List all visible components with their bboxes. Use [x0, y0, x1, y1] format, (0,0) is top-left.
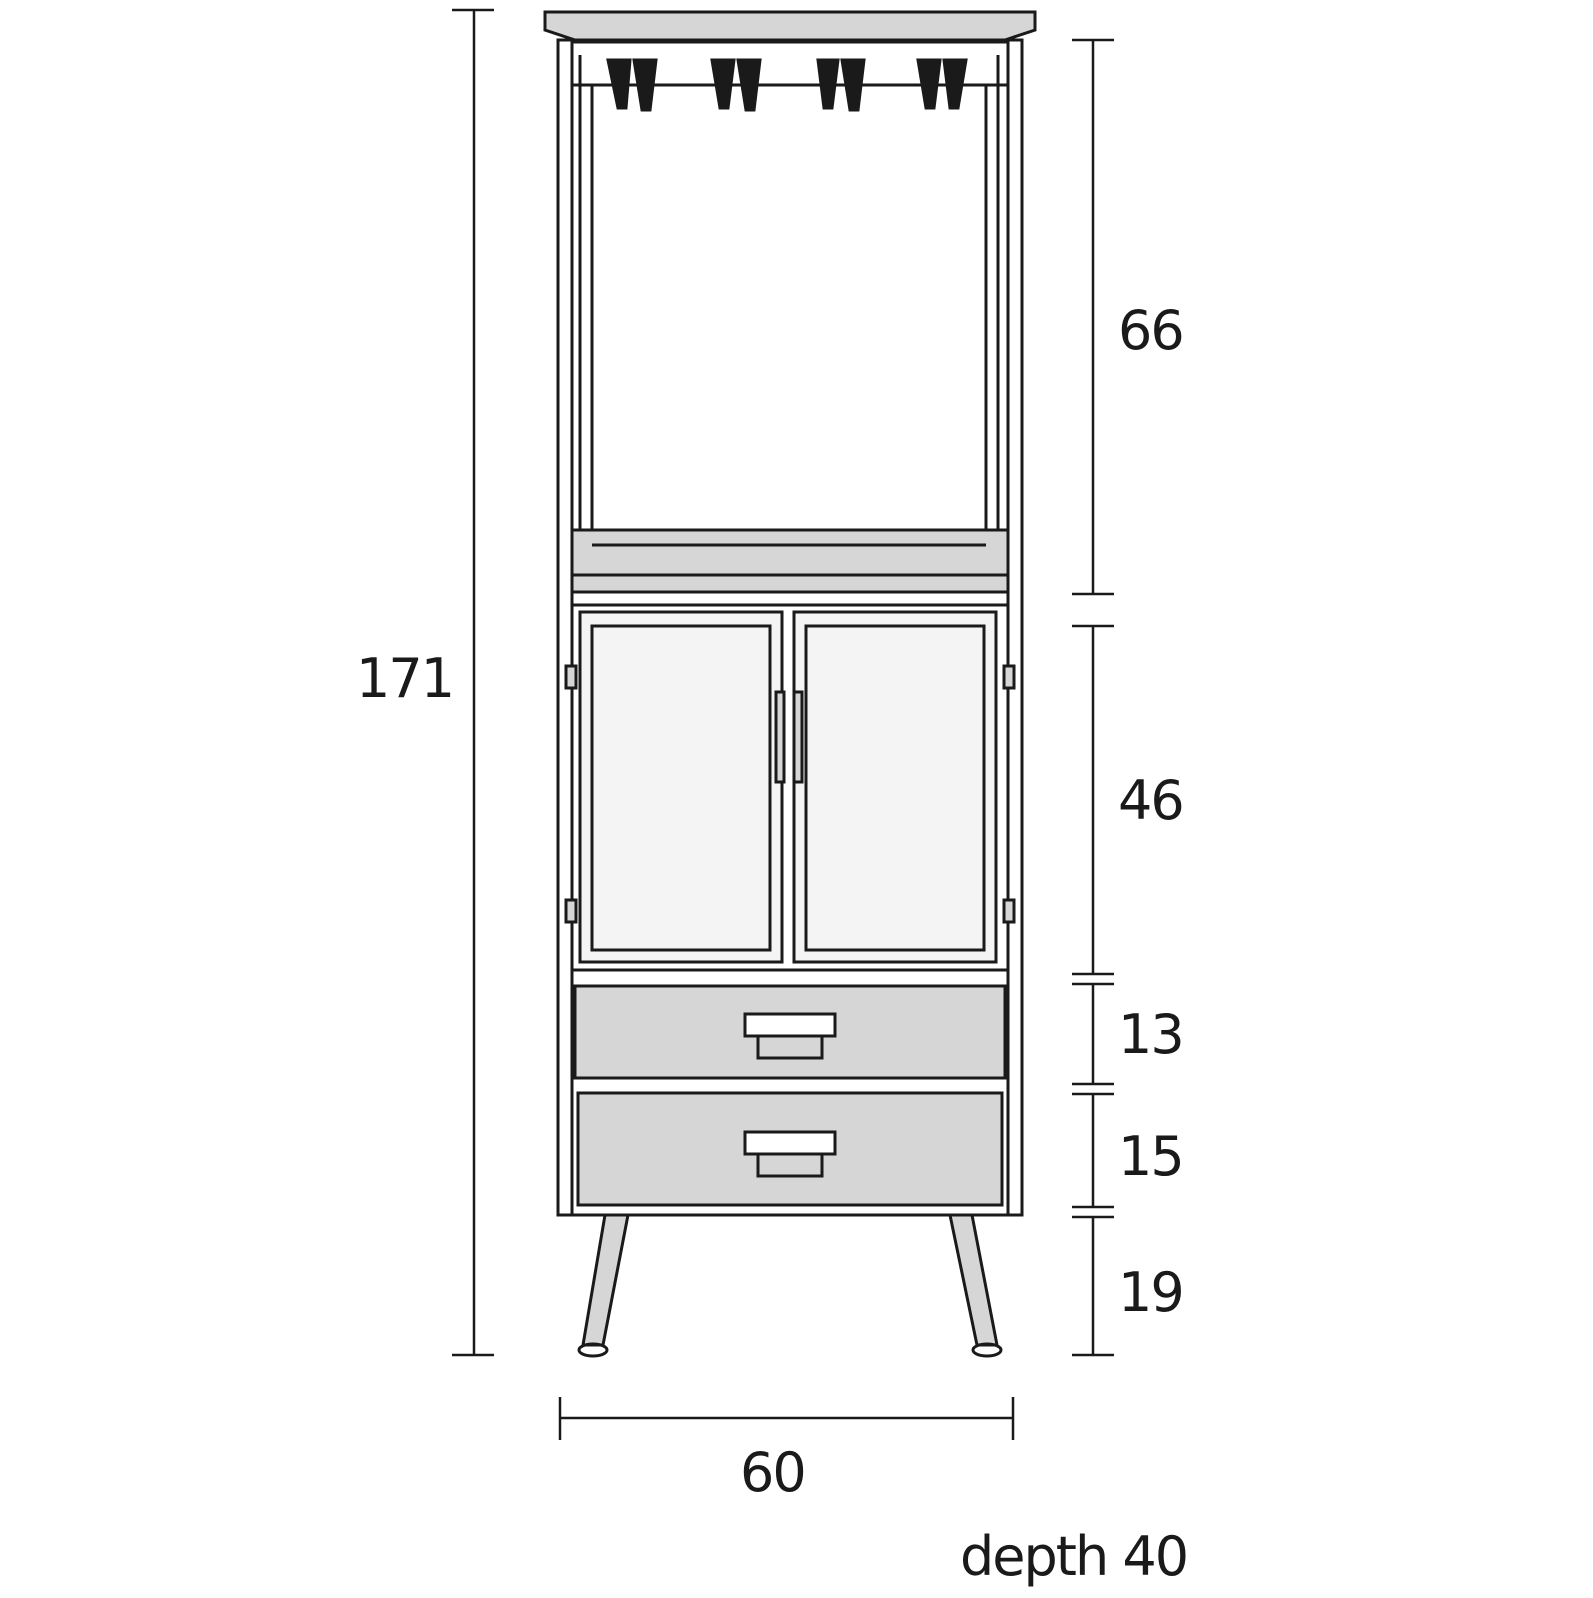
lower-drawer-plate [743, 1130, 837, 1156]
glass-holder-5 [816, 58, 840, 110]
open-section-height-label: 66 [1118, 299, 1185, 362]
door-section-frame [570, 603, 1010, 972]
glass-holder-7 [916, 58, 942, 110]
right-leg [948, 1213, 999, 1347]
left-door-panel [590, 624, 772, 952]
lower-drawer-height-label: 15 [1118, 1125, 1185, 1188]
glass-holder-3 [710, 58, 736, 110]
hinge-bottom-right [1002, 898, 1016, 924]
left-side-post [556, 38, 574, 1217]
upper-drawer-handle [756, 1034, 824, 1060]
glass-holder-8 [942, 58, 968, 110]
left-door [578, 610, 784, 964]
left-leg [581, 1213, 630, 1347]
left-door-handle [774, 690, 786, 784]
glass-holder-1 [606, 58, 632, 110]
total-height-label: 171 [356, 647, 455, 710]
top-board [543, 10, 1037, 42]
leg-height-label: 19 [1118, 1261, 1185, 1324]
depth-label: depth 40 [960, 1525, 1189, 1588]
shelf-tray [570, 528, 1010, 594]
hinge-bottom-left [564, 898, 578, 924]
glass-holder-2 [632, 58, 658, 112]
right-door-handle [792, 690, 804, 784]
width-label: 60 [740, 1441, 807, 1504]
door-section-height-label: 46 [1118, 769, 1185, 832]
glass-holder-4 [736, 58, 762, 112]
upper-drawer-height-label: 13 [1118, 1003, 1185, 1066]
right-door [792, 610, 998, 964]
hinge-top-right [1002, 664, 1016, 690]
left-leg-foot [577, 1342, 609, 1358]
right-door-panel [804, 624, 986, 952]
right-leg-foot [971, 1342, 1003, 1358]
glass-holder-6 [840, 58, 866, 112]
upper-drawer-plate [743, 1012, 837, 1038]
cabinet [543, 10, 1037, 1358]
hinge-top-left [564, 664, 578, 690]
glass-holders [606, 58, 968, 112]
right-side-post [1006, 38, 1024, 1217]
dimension-lines [452, 8, 1114, 1440]
lower-drawer-handle [756, 1152, 824, 1178]
